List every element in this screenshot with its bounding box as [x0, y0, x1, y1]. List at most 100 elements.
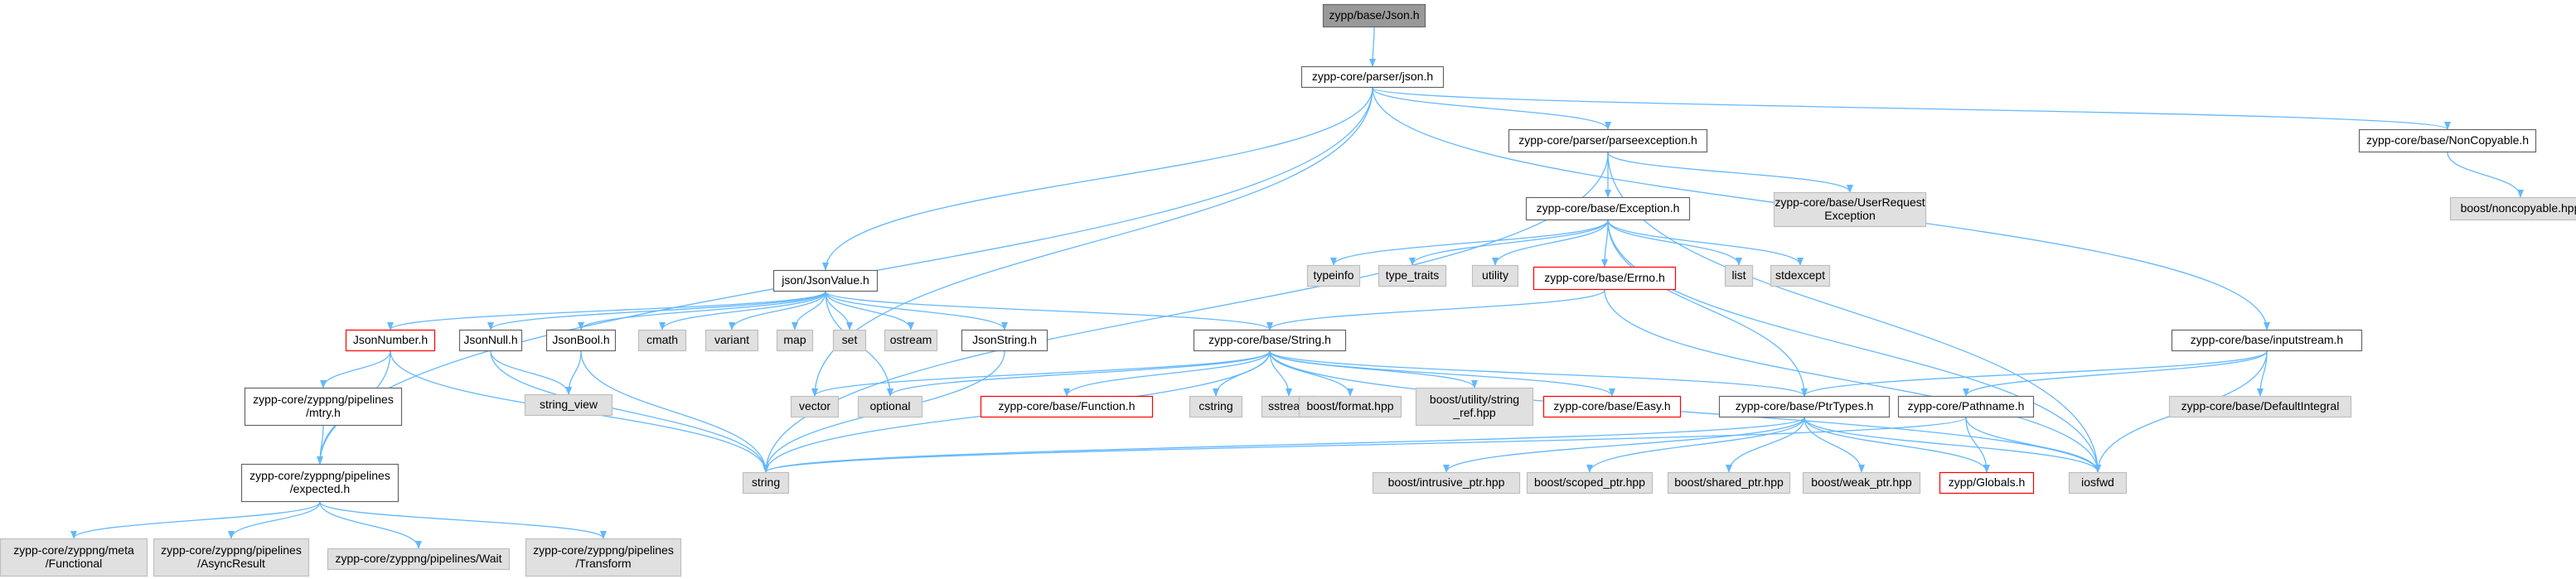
node-box	[1802, 471, 1921, 495]
node-stringh[interactable]: zypp-core/base/String.h	[1193, 329, 1347, 352]
edge-noncopy-to-boostnoncopy	[2447, 152, 2524, 198]
edge-jsonnull-to-string	[490, 350, 769, 473]
node-errno[interactable]: zypp-core/base/Errno.h	[1533, 266, 1677, 291]
node-label: zypp-core/base/String.h	[1208, 333, 1331, 346]
edge-stringh-to-sstream	[1269, 350, 1292, 397]
edge-exception-to-stdexcept	[1607, 220, 1804, 266]
node-globals[interactable]: zypp/Globals.h	[1939, 471, 2035, 495]
edge-jsonnull-to-stringview	[490, 350, 572, 395]
edge-inputstream-to-ptrtypes	[1801, 350, 2268, 397]
node-label: zypp-core/base/NonCopyable.h	[2366, 133, 2529, 147]
node-label: boost/utility/string	[1430, 393, 1519, 406]
node-label: typeinfo	[1313, 268, 1353, 282]
node-label: zypp/base/Json.h	[1329, 8, 1420, 22]
node-boostformat: boost/format.hpp	[1298, 395, 1402, 418]
edge-json-to-jsonvalue	[822, 87, 1373, 271]
node-box	[1415, 387, 1534, 427]
edge-errno-to-iosfwd	[1604, 289, 2101, 473]
edge-jsonvalue-to-stringh	[825, 291, 1273, 331]
edge-root-to-json	[1369, 27, 1377, 67]
node-box	[742, 471, 790, 495]
node-label: vector	[799, 399, 830, 413]
node-jsonnumber[interactable]: JsonNumber.h	[345, 329, 436, 352]
node-label: /expected.h	[290, 482, 350, 495]
node-parseexc[interactable]: zypp-core/parser/parseexception.h	[1508, 128, 1708, 153]
node-typeinfo: typeinfo	[1306, 264, 1361, 287]
node-optional: optional	[857, 395, 923, 418]
node-label: zypp-core/zyppng/pipelines	[249, 469, 390, 482]
edge-ptrtypes-to-weak	[1804, 417, 1865, 473]
node-box	[524, 393, 613, 417]
node-label: zypp-core/zyppng/pipelines	[253, 393, 394, 406]
node-box	[1724, 264, 1754, 287]
node-box	[705, 329, 759, 352]
edge-stringh-to-ptrtypes	[1269, 350, 1808, 397]
node-ostream: ostream	[884, 329, 938, 352]
edge-jsonnumber-to-mtry	[320, 350, 391, 388]
edge-ptrtypes-to-intrusive	[1443, 417, 1805, 473]
edge-parseexc-to-userreq	[1607, 152, 1853, 193]
node-scoped: boost/scoped_ptr.hpp	[1526, 471, 1654, 495]
node-label: iosfwd	[2081, 475, 2114, 489]
node-label: Exception	[1824, 209, 1875, 222]
node-box	[545, 329, 617, 352]
node-label: zypp-core/base/Function.h	[999, 399, 1135, 413]
node-box	[1471, 264, 1519, 287]
node-weak: boost/weak_ptr.hpp	[1802, 471, 1921, 495]
node-pathname[interactable]: zypp-core/Pathname.h	[1897, 395, 2035, 418]
node-transform: zypp-core/zyppng/pipelines/Transform	[525, 538, 682, 577]
node-expected[interactable]: zypp-core/zyppng/pipelines/expected.h	[240, 463, 399, 503]
node-utility: utility	[1471, 264, 1519, 287]
node-functional: zypp-core/zyppng/meta/Functional	[0, 538, 148, 577]
edge-ptrtypes-to-shared	[1726, 417, 1805, 473]
node-stdexcept: stdexcept	[1770, 264, 1831, 287]
node-root[interactable]: zypp/base/Json.h	[1322, 3, 1426, 28]
node-box	[776, 329, 814, 352]
node-exception[interactable]: zypp-core/base/Exception.h	[1525, 196, 1691, 221]
edge-expected-to-functional	[70, 501, 321, 539]
edge-exception-to-errno	[1601, 220, 1609, 268]
node-jsonbool[interactable]: JsonBool.h	[545, 329, 617, 352]
edge-json-to-noncopy	[1372, 87, 2451, 130]
node-box	[2358, 128, 2537, 153]
node-box	[1193, 329, 1347, 352]
node-label: zypp-core/Pathname.h	[1908, 399, 2025, 413]
node-label: zypp-core/zyppng/meta	[13, 543, 134, 557]
node-easy[interactable]: zypp-core/base/Easy.h	[1542, 395, 1682, 418]
node-ptrtypes[interactable]: zypp-core/base/PtrTypes.h	[1718, 395, 1891, 418]
edge-jsonvalue-to-ostream	[825, 291, 914, 331]
edge-pathname-to-globals	[1965, 417, 1990, 473]
node-json[interactable]: zypp-core/parser/json.h	[1300, 65, 1445, 89]
node-box	[1189, 395, 1243, 418]
node-label: JsonNumber.h	[353, 333, 428, 346]
node-box	[345, 329, 436, 352]
dependency-edges	[70, 27, 2524, 549]
edge-errno-to-stringh	[1266, 289, 1605, 331]
node-label: _ref.hpp	[1452, 406, 1496, 419]
node-label: /AsyncResult	[197, 557, 265, 570]
node-label: stdexcept	[1775, 268, 1825, 282]
node-stringview: string_view	[524, 393, 613, 417]
node-box	[2171, 329, 2363, 352]
node-box	[240, 463, 399, 503]
node-jsonstring[interactable]: JsonString.h	[961, 329, 1048, 352]
node-jsonvalue[interactable]: json/JsonValue.h	[772, 269, 879, 292]
node-intrusive: boost/intrusive_ptr.hpp	[1372, 471, 1521, 495]
node-mtry[interactable]: zypp-core/zyppng/pipelines/mtry.h	[244, 387, 403, 427]
edge-jsonvalue-to-variant	[729, 291, 826, 331]
node-box	[2068, 471, 2128, 495]
node-box	[980, 395, 1154, 418]
node-jsonnull[interactable]: JsonNull.h	[458, 329, 523, 352]
node-box	[790, 395, 840, 418]
node-inputstream[interactable]: zypp-core/base/inputstream.h	[2171, 329, 2363, 352]
edge-exception-to-utility	[1492, 220, 1609, 266]
node-function[interactable]: zypp-core/base/Function.h	[980, 395, 1154, 418]
node-label: zypp-core/base/PtrTypes.h	[1736, 399, 1874, 413]
node-noncopy[interactable]: zypp-core/base/NonCopyable.h	[2358, 128, 2537, 153]
edge-jsonvalue-to-cmath	[659, 291, 826, 331]
node-map: map	[776, 329, 814, 352]
edge-json-to-parseexc	[1372, 87, 1611, 130]
node-label: ostream	[890, 333, 932, 346]
node-label: /Transform	[575, 557, 631, 570]
